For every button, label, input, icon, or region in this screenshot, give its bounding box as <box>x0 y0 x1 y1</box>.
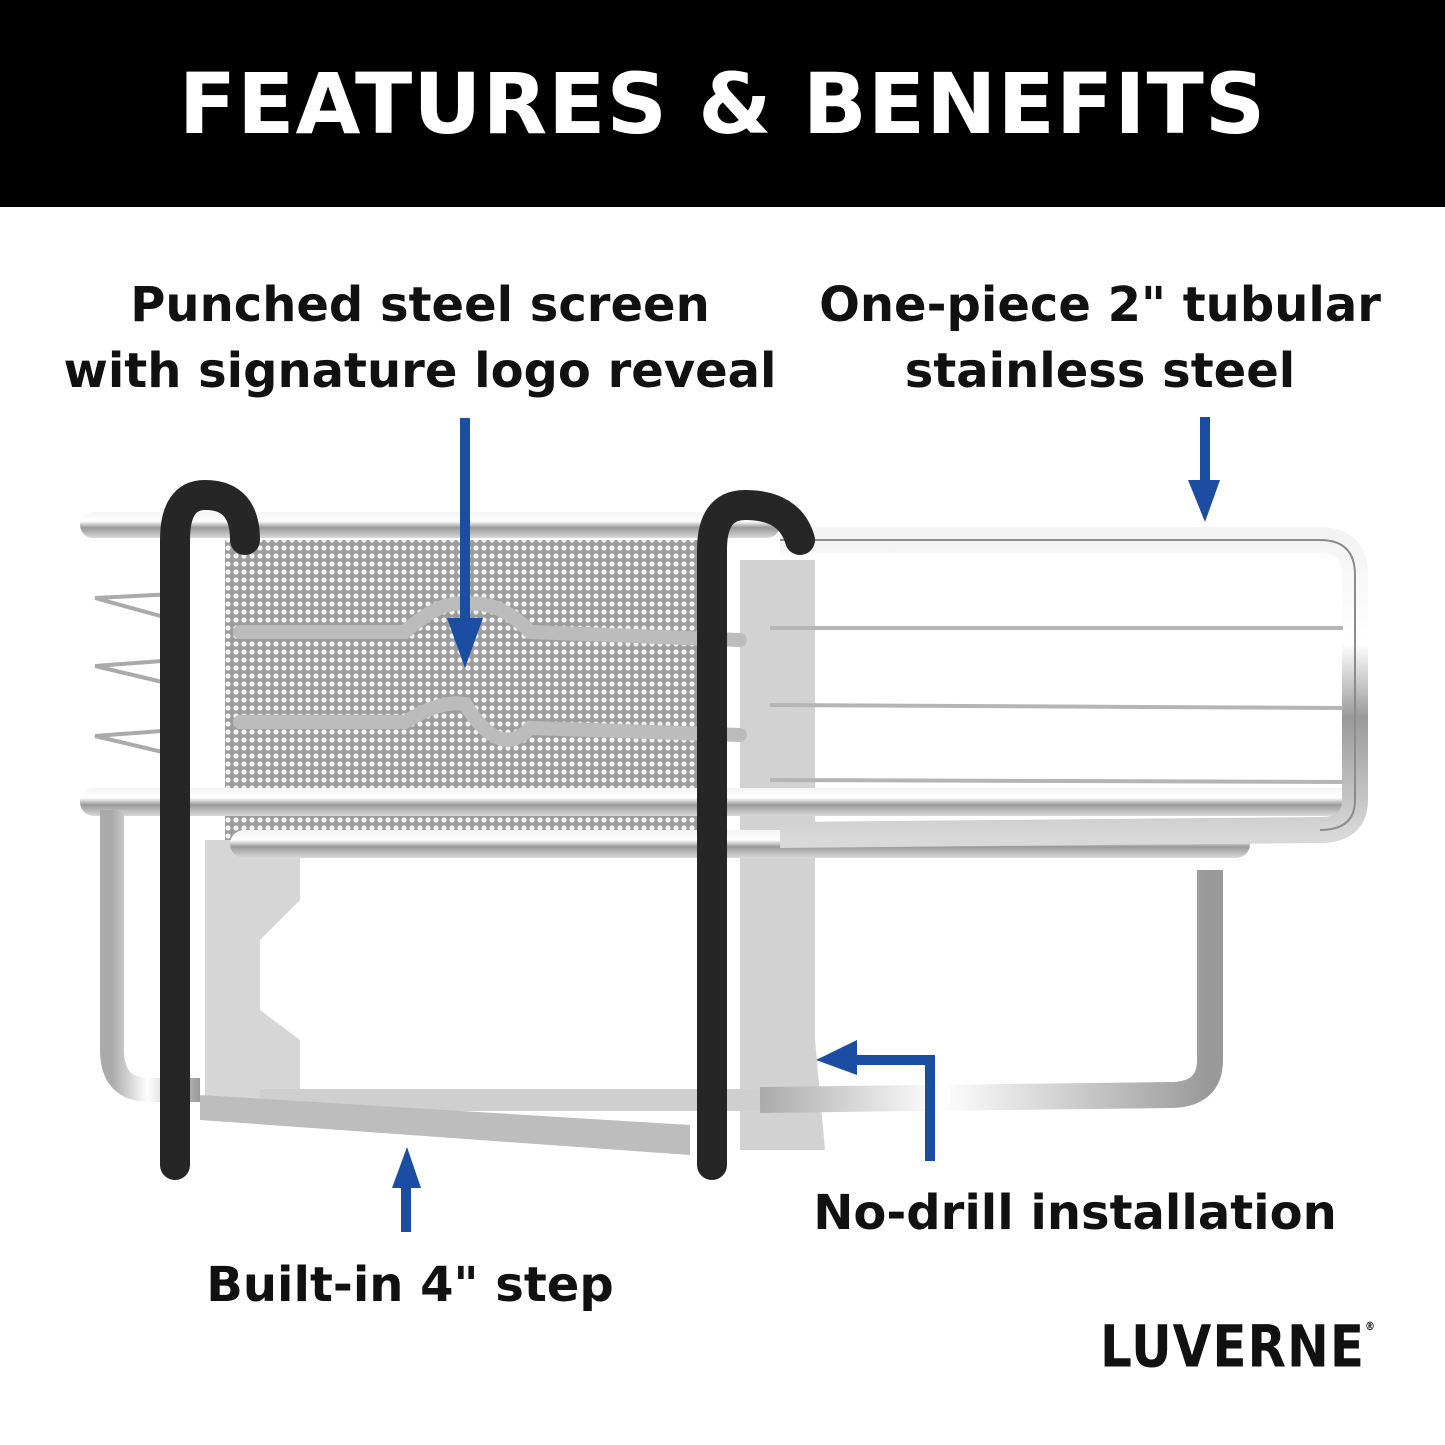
arrow-down-screen-icon <box>447 418 483 668</box>
mount-bracket-left <box>205 840 300 1120</box>
arrow-up-step-icon <box>392 1147 421 1232</box>
upright-left <box>160 479 260 1180</box>
callout-no-drill: No-drill installation <box>813 1185 1337 1241</box>
upright-right <box>697 489 815 1180</box>
callout-punched-screen: Punched steel screen with signature logo… <box>63 277 777 399</box>
page-title: FEATURES & BENEFITS <box>178 54 1267 153</box>
callout-built-in-step: Built-in 4" step <box>206 1257 614 1313</box>
arrow-left-install-icon <box>816 1040 935 1161</box>
arrow-down-tubular-icon <box>1188 417 1220 522</box>
header-banner: FEATURES & BENEFITS <box>0 0 1445 207</box>
callout-tubular-steel: One-piece 2" tubular stainless steel <box>819 277 1381 399</box>
built-in-step <box>200 1095 690 1155</box>
brand-logo: LUVERNE® <box>1100 1313 1377 1381</box>
